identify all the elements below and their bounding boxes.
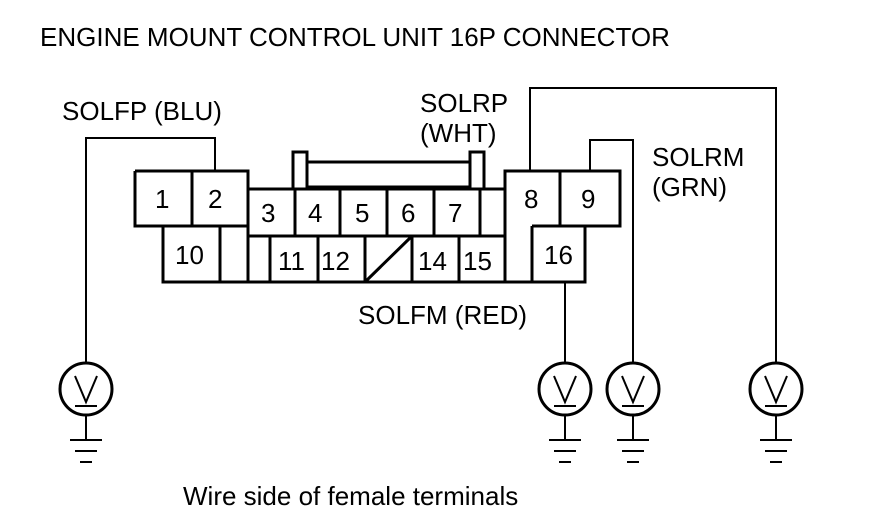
ground-icon — [70, 439, 102, 463]
pin-8: 8 — [524, 184, 538, 214]
wire-solrp — [529, 87, 777, 362]
pin-10: 10 — [175, 240, 204, 270]
meter-solrp — [748, 361, 804, 463]
pin-2: 2 — [208, 184, 222, 214]
pin-6: 6 — [401, 198, 415, 228]
diagram-title: ENGINE MOUNT CONTROL UNIT 16P CONNECTOR — [40, 22, 670, 52]
pin-7: 7 — [448, 198, 462, 228]
ground-icon — [617, 439, 649, 463]
connector-body — [133, 150, 622, 284]
pin-5: 5 — [355, 198, 369, 228]
wire-solrm — [589, 139, 634, 362]
label-solfm: SOLFM (RED) — [358, 300, 527, 330]
pin-9: 9 — [581, 184, 595, 214]
pin-11: 11 — [278, 246, 305, 276]
voltmeter-icon — [58, 361, 114, 417]
label-solrm-2: (GRN) — [652, 172, 727, 202]
pin-12: 12 — [321, 246, 350, 276]
diagram-caption: Wire side of female terminals — [183, 481, 518, 511]
ground-icon — [549, 439, 581, 463]
label-solrm-1: SOLRM — [652, 142, 744, 172]
voltmeter-icon — [748, 361, 804, 417]
label-solfp: SOLFP (BLU) — [62, 96, 222, 126]
meter-solfp — [58, 361, 114, 463]
wire-solfp — [85, 137, 216, 362]
label-solrp-1: SOLRP — [420, 88, 508, 118]
pin-15: 15 — [463, 246, 492, 276]
ground-icon — [760, 439, 792, 463]
wires — [85, 87, 777, 362]
pin-3: 3 — [261, 198, 275, 228]
voltmeter-icon — [605, 361, 661, 417]
meter-solrm — [605, 361, 661, 463]
pin-labels: 1 2 3 4 5 6 7 8 9 10 11 12 14 15 16 — [155, 184, 595, 276]
voltmeter-icon — [537, 361, 593, 417]
pin-4: 4 — [308, 198, 322, 228]
pin-1: 1 — [155, 184, 169, 214]
meter-solfm — [537, 361, 593, 463]
pin-14: 14 — [418, 246, 447, 276]
pin-16: 16 — [544, 240, 573, 270]
label-solrp-2: (WHT) — [420, 118, 497, 148]
